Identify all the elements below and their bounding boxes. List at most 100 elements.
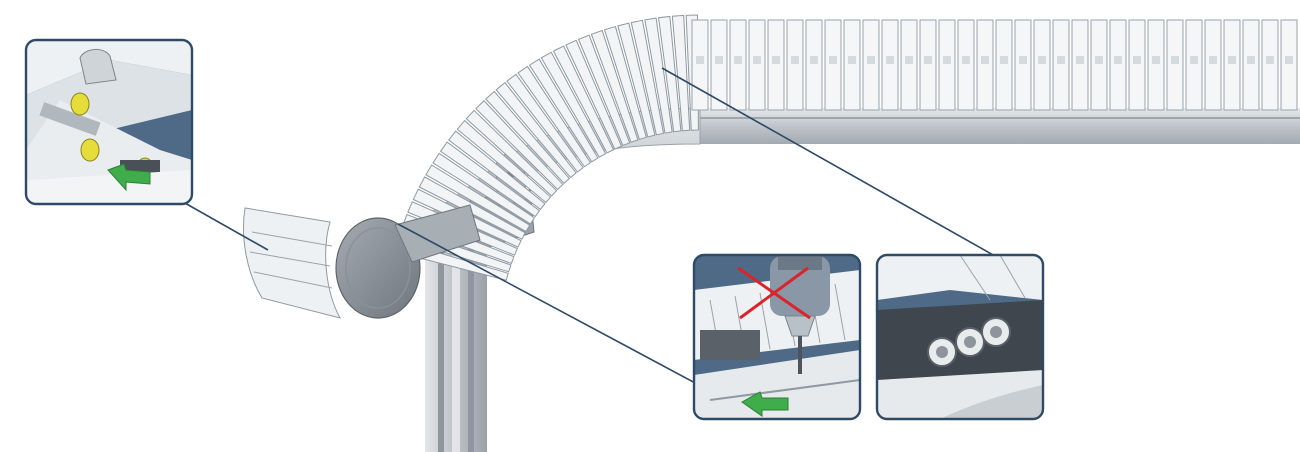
chain-slat: [425, 164, 531, 233]
chain-slat: [644, 17, 673, 134]
slat-notch: [1247, 56, 1255, 64]
chain-slat: [1109, 19, 1127, 111]
inset-right: [875, 253, 1045, 421]
slat-notch: [1152, 56, 1160, 64]
chain-slat: [881, 19, 899, 111]
slat-notch: [1057, 56, 1065, 64]
slat-notch: [905, 56, 913, 64]
slat-notch: [734, 56, 742, 64]
chain-slat: [1090, 19, 1108, 111]
bearing-roller-icon: [927, 317, 1011, 367]
inset-middle: [692, 253, 862, 421]
chain-slat: [465, 109, 558, 197]
slat-notch: [1114, 56, 1122, 64]
chain-slat: [552, 45, 615, 154]
yellow-roller-icon: [70, 92, 90, 116]
chain-slat: [1280, 19, 1298, 111]
slat-notch: [1038, 56, 1046, 64]
chain-slat: [540, 51, 607, 158]
slat-notch: [962, 56, 970, 64]
chain-slat: [1166, 19, 1184, 111]
chain-slat: [671, 14, 691, 132]
chain-slat: [1223, 19, 1241, 111]
slat-notch: [1190, 56, 1198, 64]
chain-slat: [517, 65, 592, 168]
chain-slat: [475, 100, 564, 191]
chain-slat: [805, 19, 823, 111]
chain-slat: [729, 19, 747, 111]
chain-slat: [786, 19, 804, 111]
slat-notch: [772, 56, 780, 64]
chain-slat: [710, 19, 728, 111]
chain-slat: [565, 39, 623, 150]
chain-slat: [1185, 19, 1203, 111]
slat-notch: [1076, 56, 1084, 64]
slat-notch: [848, 56, 856, 64]
chain-slat: [995, 19, 1013, 111]
slat-notch: [753, 56, 761, 64]
slat-notch: [696, 56, 704, 64]
slat-notch: [981, 56, 989, 64]
chain-slat: [1071, 19, 1089, 111]
slat-notch: [1209, 56, 1217, 64]
chain-slat: [1014, 19, 1032, 111]
slat-notch: [829, 56, 837, 64]
inset-left: [24, 38, 194, 206]
slat-notch: [1228, 56, 1236, 64]
slat-notch: [791, 56, 799, 64]
chain-slat: [824, 19, 842, 111]
chain-slat: [495, 81, 577, 179]
chain-slat: [447, 130, 546, 211]
chain-slat: [485, 90, 571, 185]
chain-end-section: [243, 207, 341, 319]
chain-slat: [456, 119, 552, 204]
chain-slat: [767, 19, 785, 111]
chain-slat: [1128, 19, 1146, 111]
chain-straight-slats: [691, 19, 1298, 111]
chain-slat: [862, 19, 880, 111]
chain-slat: [1033, 19, 1051, 111]
chain-slat: [603, 25, 647, 141]
chain-slat: [1147, 19, 1165, 111]
chain-slat: [919, 19, 937, 111]
slat-notch: [715, 56, 723, 64]
chain-slat: [748, 19, 766, 111]
push-arrow-icon: [741, 391, 789, 417]
slat-notch: [1095, 56, 1103, 64]
chain-slat: [1261, 19, 1279, 111]
push-arrow-icon: [107, 163, 151, 192]
chain-slat: [432, 152, 536, 225]
chain-slat: [957, 19, 975, 111]
slat-notch: [810, 56, 818, 64]
chain-slat: [617, 22, 656, 138]
slat-notch: [1133, 56, 1141, 64]
chain-slat: [418, 176, 526, 240]
chain-slat: [1242, 19, 1260, 111]
chain-slat: [630, 19, 665, 136]
slat-notch: [1000, 56, 1008, 64]
slat-notch: [1019, 56, 1027, 64]
slat-notch: [943, 56, 951, 64]
chain-slat: [938, 19, 956, 111]
chain-slat: [691, 19, 709, 111]
chain-slat: [1204, 19, 1222, 111]
chain-slat: [528, 58, 599, 163]
chain-slat: [506, 73, 584, 173]
chain-slat: [577, 34, 631, 147]
chain-slat: [590, 29, 639, 143]
chain-slat: [657, 15, 682, 133]
chain-slat: [976, 19, 994, 111]
chain-slat: [1052, 19, 1070, 111]
slat-notch: [1285, 56, 1293, 64]
end-cover: [335, 204, 481, 319]
leader-lines: [175, 67, 996, 393]
slat-notch: [924, 56, 932, 64]
slat-notch: [886, 56, 894, 64]
chain-slat: [843, 19, 861, 111]
chain-slat: [900, 19, 918, 111]
slat-notch: [867, 56, 875, 64]
chain-slat: [439, 141, 541, 218]
slat-notch: [1171, 56, 1179, 64]
forbidden-cross-icon: [737, 266, 811, 320]
